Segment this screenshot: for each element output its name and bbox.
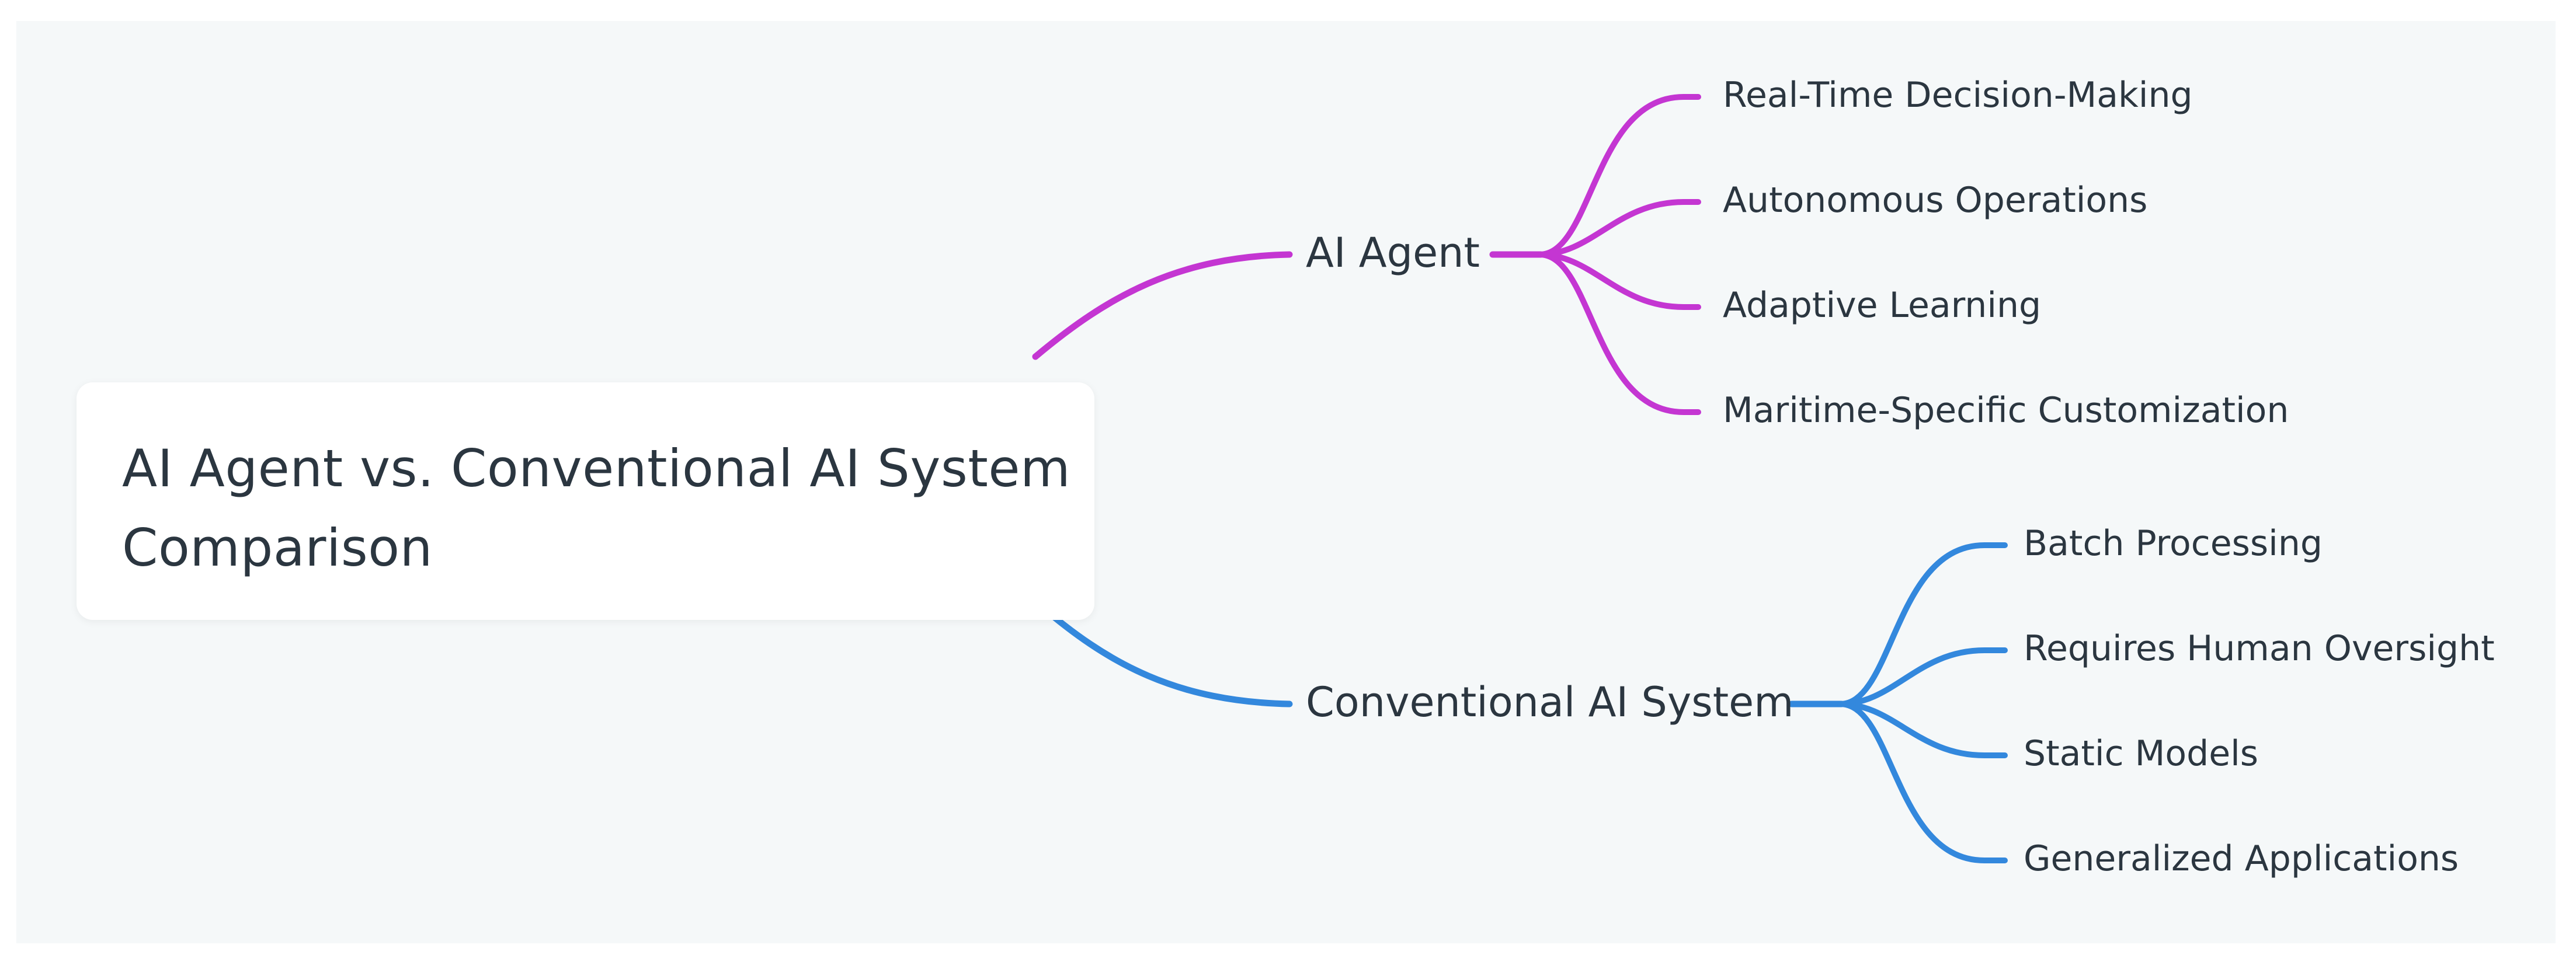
leaf-autonomous-operations[interactable]: Autonomous Operations — [1723, 180, 2148, 221]
leaf-requires-human-oversight[interactable]: Requires Human Oversight — [2024, 628, 2495, 669]
leaf-real-time-decision-making[interactable]: Real-Time Decision-Making — [1723, 75, 2193, 116]
edge-conventional-leaf-3 — [1837, 701, 2008, 758]
leaf-maritime-specific-customization[interactable]: Maritime-Specific Customization — [1723, 390, 2289, 431]
root-title: AI Agent vs. Conventional AI System Comp… — [122, 438, 1071, 578]
edge-ai-agent-leaf-3 — [1536, 252, 1701, 310]
edge-conventional-leaf-4 — [1837, 701, 2008, 863]
branch-ai-agent[interactable]: AI Agent — [1306, 229, 1480, 277]
edge-ai-agent-leaf-4 — [1536, 252, 1701, 415]
branch-conventional-ai-system[interactable]: Conventional AI System — [1306, 678, 1794, 726]
connector-lines — [1032, 94, 2008, 863]
edge-root-ai-agent — [1032, 251, 1293, 360]
edge-ai-agent-leaf-1 — [1536, 94, 1701, 257]
leaf-static-models[interactable]: Static Models — [2024, 733, 2259, 774]
leaf-generalized-applications[interactable]: Generalized Applications — [2024, 838, 2459, 879]
leaf-batch-processing[interactable]: Batch Processing — [2024, 523, 2323, 564]
leaf-adaptive-learning[interactable]: Adaptive Learning — [1723, 285, 2042, 326]
edge-ai-agent-leaf-2 — [1536, 199, 1701, 257]
edge-root-conventional — [1032, 598, 1293, 707]
edge-conventional-leaf-1 — [1837, 542, 2008, 707]
edge-conventional-leaf-2 — [1837, 647, 2008, 707]
mindmap-canvas: AI Agent vs. Conventional AI System Comp… — [16, 21, 2556, 943]
root-node[interactable]: AI Agent vs. Conventional AI System Comp… — [77, 382, 1094, 620]
